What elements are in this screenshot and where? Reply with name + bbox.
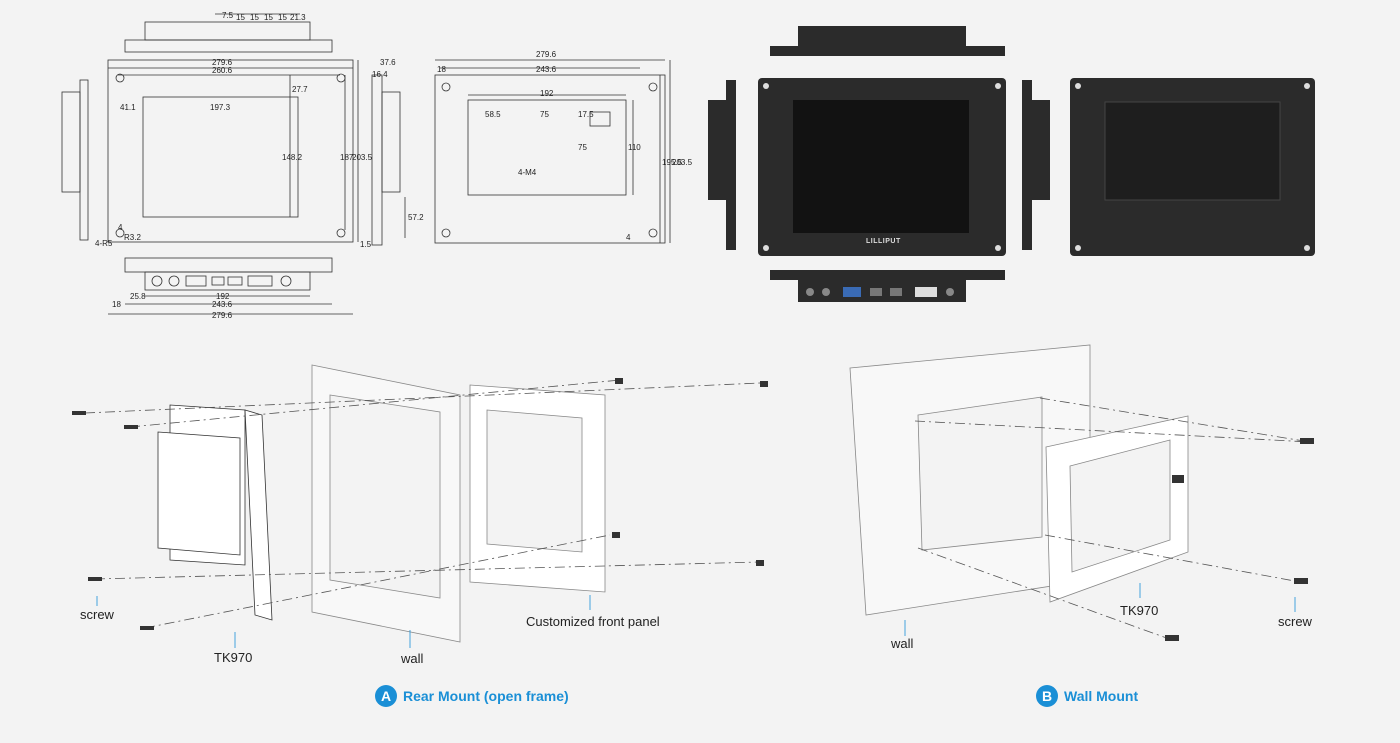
- dim-side-flange: 1.5: [360, 240, 372, 249]
- dim-bottom-d1: 25.8: [130, 292, 146, 301]
- dim-rear-h3: 203.5: [672, 158, 693, 167]
- dim-rear-margin: 18: [437, 65, 446, 74]
- mount-a-panel-label: Customized front panel: [526, 614, 660, 629]
- dim-front-hole: 4: [118, 223, 123, 232]
- dim-front-h-outer: 203.5: [352, 153, 373, 162]
- mount-b-wall-label: wall: [891, 636, 914, 651]
- dim-front-left: 41.1: [120, 103, 136, 112]
- dim-rear-holes: 4-M4: [518, 168, 537, 177]
- dim-15a: 15: [236, 13, 245, 22]
- dim-front-outer: 279.6: [212, 58, 233, 67]
- dim-front-top: 27.7: [292, 85, 308, 94]
- dim-bottom-d3: 18: [112, 300, 121, 309]
- dim-rear-flange: 4: [626, 233, 631, 242]
- mount-a-screw-label: screw: [80, 607, 114, 622]
- dim-21-3: 21.3: [290, 13, 306, 22]
- mount-a-diagram: [72, 364, 768, 648]
- mount-a-badge: A: [375, 685, 397, 707]
- mount-b-badge: B: [1036, 685, 1058, 707]
- dim-front-radius: R3.2: [124, 233, 141, 242]
- dim-front-cut: 260.6: [212, 66, 233, 75]
- mount-a-caption: A Rear Mount (open frame): [375, 685, 569, 707]
- dim-side-depth: 37.6: [380, 58, 396, 67]
- dim-front-h-cut: 187: [340, 153, 354, 162]
- dim-rear-outer: 279.6: [536, 50, 557, 59]
- mount-b-diagram: [849, 344, 1314, 641]
- mount-a-model-label: TK970: [214, 650, 253, 665]
- dim-rear-h2: 195.5: [662, 158, 683, 167]
- dim-rear-p3: 17.5: [578, 110, 594, 119]
- front-view-frame: [107, 59, 354, 243]
- top-flange: [124, 39, 333, 53]
- mount-b-screw-label: screw: [1278, 614, 1312, 629]
- dim-bottom-d5: 279.6: [212, 311, 233, 320]
- mount-b-caption-text: Wall Mount: [1064, 688, 1139, 704]
- mount-a-caption-text: Rear Mount (open frame): [403, 688, 569, 704]
- dim-15d: 15: [278, 13, 287, 22]
- dim-rear-h1: 110: [628, 143, 641, 152]
- dim-front-hole-label: 4-R5: [95, 239, 113, 248]
- dim-front-screen-h: 148.2: [282, 153, 303, 162]
- mount-b-caption: B Wall Mount: [1036, 685, 1138, 707]
- dim-rear-in: 243.6: [536, 65, 557, 74]
- dim-rear-box-w: 192: [540, 89, 554, 98]
- rear-view-frame: [434, 74, 666, 244]
- mount-b-model-label: TK970: [1120, 603, 1159, 618]
- dim-rear-p4: 75: [578, 143, 587, 152]
- dim-7-5: 7.5: [222, 11, 234, 20]
- dim-side-depth2: 16.4: [372, 70, 388, 79]
- dim-rear-p1: 58.5: [485, 110, 501, 119]
- dim-15c: 15: [264, 13, 273, 22]
- dim-side-h: 57.2: [408, 213, 424, 222]
- mount-a-wall-label: wall: [401, 651, 424, 666]
- rear-view-box: [467, 99, 627, 196]
- dim-rear-p2: 75: [540, 110, 549, 119]
- dim-15b: 15: [250, 13, 259, 22]
- dim-bottom-d2: 192: [216, 292, 230, 301]
- dim-front-screen-w: 197.3: [210, 103, 231, 112]
- product-renders: [708, 26, 1315, 302]
- dim-bottom-d4: 243.6: [212, 300, 233, 309]
- product-screen: [793, 100, 969, 233]
- top-strip: [144, 21, 311, 41]
- front-view-screen: [142, 96, 299, 218]
- brand-logo: LILLIPUT: [866, 238, 901, 245]
